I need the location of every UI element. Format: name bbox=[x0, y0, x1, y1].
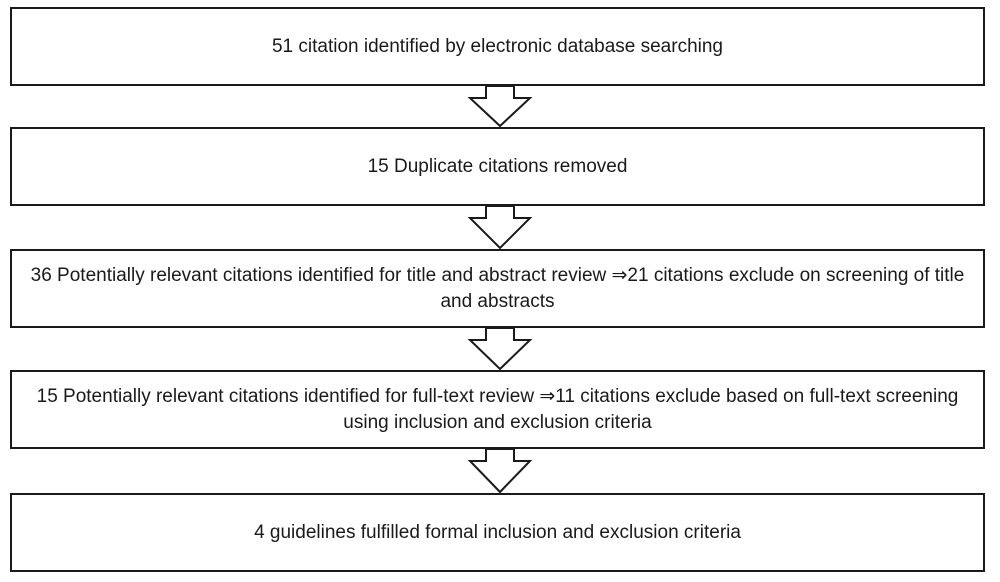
flow-step-text: 51 citation identified by electronic dat… bbox=[271, 35, 723, 57]
flow-step-included: 4 guidelines fulfilled formal inclusion … bbox=[10, 493, 985, 572]
flow-step-title-abstract-screening: 36 Potentially relevant citations identi… bbox=[10, 249, 985, 328]
flow-step-text: 15 Potentially relevant citations identi… bbox=[36, 385, 959, 433]
down-arrow-icon bbox=[467, 205, 533, 250]
flow-step-text: 4 guidelines fulfilled formal inclusion … bbox=[254, 521, 741, 543]
flow-step-text: 36 Potentially relevant citations identi… bbox=[30, 264, 965, 312]
down-arrow-icon bbox=[467, 448, 533, 494]
down-arrow-icon bbox=[467, 85, 533, 128]
flow-step-text: 15 Duplicate citations removed bbox=[367, 155, 628, 177]
flow-step-full-text-screening: 15 Potentially relevant citations identi… bbox=[10, 370, 985, 449]
flow-step-duplicates: 15 Duplicate citations removed bbox=[10, 127, 985, 206]
flow-step-identification: 51 citation identified by electronic dat… bbox=[10, 7, 985, 86]
down-arrow-icon bbox=[467, 327, 533, 371]
